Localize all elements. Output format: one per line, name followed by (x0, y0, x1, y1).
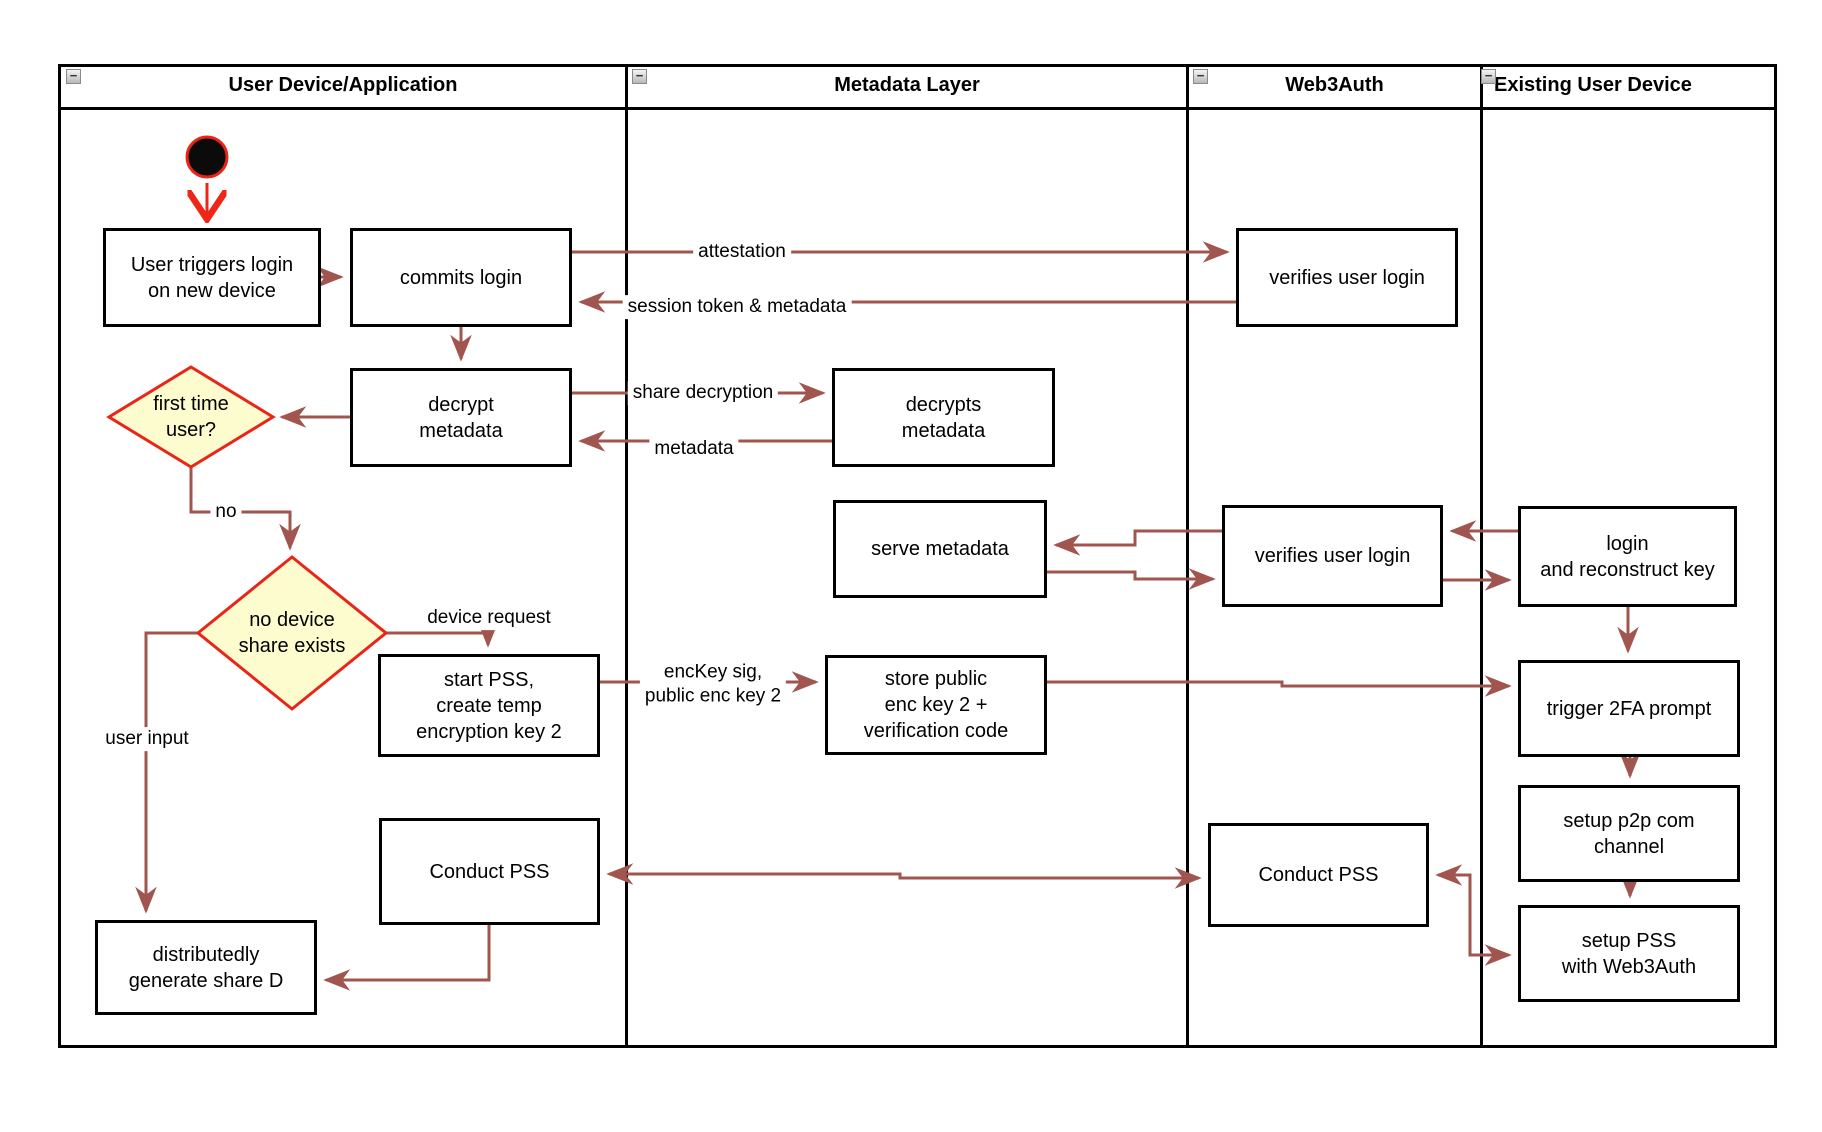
node-setup-pss-web3auth: setup PSS with Web3Auth (1518, 905, 1740, 1002)
edge-store-to-2fa (1047, 675, 1512, 697)
node-conduct-pss-web3auth: Conduct PSS (1208, 823, 1429, 927)
edge-label-attestation: attestation (693, 240, 791, 264)
decision-no-device-share-label: no device share exists (238, 609, 346, 657)
decision-first-time-user-shape (106, 365, 276, 469)
lane-header-row (58, 64, 1777, 110)
node-conduct-pss-device: Conduct PSS (379, 818, 600, 925)
edge-label-enckey-sig: encKey sig, public enc key 2 (639, 660, 787, 708)
node-setup-p2p-channel: setup p2p com channel (1518, 785, 1740, 882)
edge-device-request (386, 620, 499, 648)
edge-setup-pss-conduct-link (1435, 864, 1512, 966)
node-user-triggers-login: User triggers login on new device (103, 228, 321, 327)
collapse-lane-icon[interactable]: − (1481, 69, 1496, 84)
node-commits-login: commits login (350, 228, 572, 327)
edge-conduct-pss-link (606, 863, 1202, 889)
lane-divider (625, 64, 628, 1048)
edge-label-user-input: user input (100, 727, 194, 751)
node-verifies-user-login-1: verifies user login (1236, 228, 1458, 327)
edge-label-metadata: metadata (649, 437, 739, 461)
edge-label-share-decryption: share decryption (627, 381, 779, 405)
lane-title-existing-user-device: Existing User Device (1494, 74, 1692, 96)
collapse-lane-icon[interactable]: − (632, 69, 647, 84)
decision-first-time-user-label: first time user? (153, 393, 229, 441)
edge-verifies2-to-serve (1053, 529, 1222, 556)
edge-label-device-request: device request (422, 606, 556, 630)
decision-no-device-share-shape (195, 555, 389, 711)
node-distributedly-generate-share-d: distributedly generate share D (95, 920, 317, 1015)
node-verifies-user-login-2: verifies user login (1222, 505, 1443, 607)
lane-title-user-device: User Device/Application (228, 74, 458, 96)
lane-divider (1186, 64, 1189, 1048)
edge-serve-to-verifies2 (1047, 568, 1216, 590)
lane-divider (1480, 64, 1483, 1048)
node-decrypts-metadata: decrypts metadata (832, 368, 1055, 467)
node-serve-metadata: serve metadata (833, 500, 1047, 598)
node-store-public-enc-key: store public enc key 2 + verification co… (825, 655, 1047, 755)
edge-conduct-to-share-d (323, 925, 491, 991)
lane-title-metadata-layer: Metadata Layer (834, 74, 980, 96)
start-node (185, 135, 229, 179)
collapse-lane-icon[interactable]: − (1193, 69, 1208, 84)
node-start-pss: start PSS, create temp encryption key 2 (378, 654, 600, 757)
edge-user-input (135, 631, 198, 914)
collapse-lane-icon[interactable]: − (66, 69, 81, 84)
edge-label-no: no (210, 500, 242, 524)
node-decrypt-metadata: decrypt metadata (350, 368, 572, 467)
node-trigger-2fa-prompt: trigger 2FA prompt (1518, 660, 1740, 757)
edge-label-session-token: session token & metadata (622, 295, 852, 319)
node-login-reconstruct-key: login and reconstruct key (1518, 506, 1737, 607)
lane-title-web3auth: Web3Auth (1285, 74, 1384, 96)
